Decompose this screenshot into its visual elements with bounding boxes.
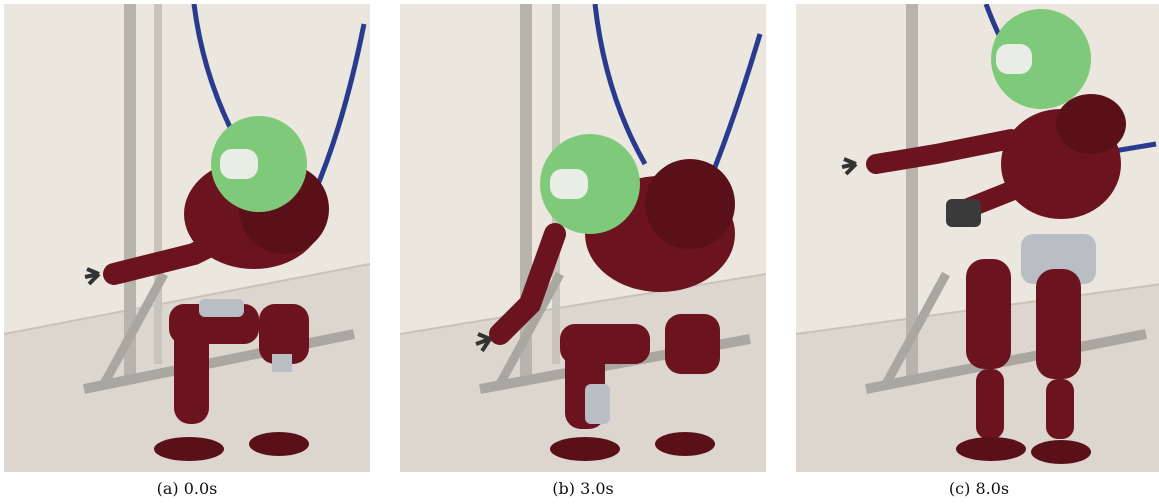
- photo-panel-c: [796, 4, 1159, 472]
- caption-c: (c) 8.0s: [948, 479, 1010, 498]
- photo-panel-b: [400, 4, 766, 472]
- caption-b: (b) 3.0s: [552, 479, 614, 498]
- robot-photo-rising: [400, 4, 766, 472]
- photo-panel-a: [4, 4, 370, 472]
- robot-photo-standing: [796, 4, 1159, 472]
- robot-photo-seated: [4, 4, 370, 472]
- caption-a: (a) 0.0s: [156, 479, 218, 498]
